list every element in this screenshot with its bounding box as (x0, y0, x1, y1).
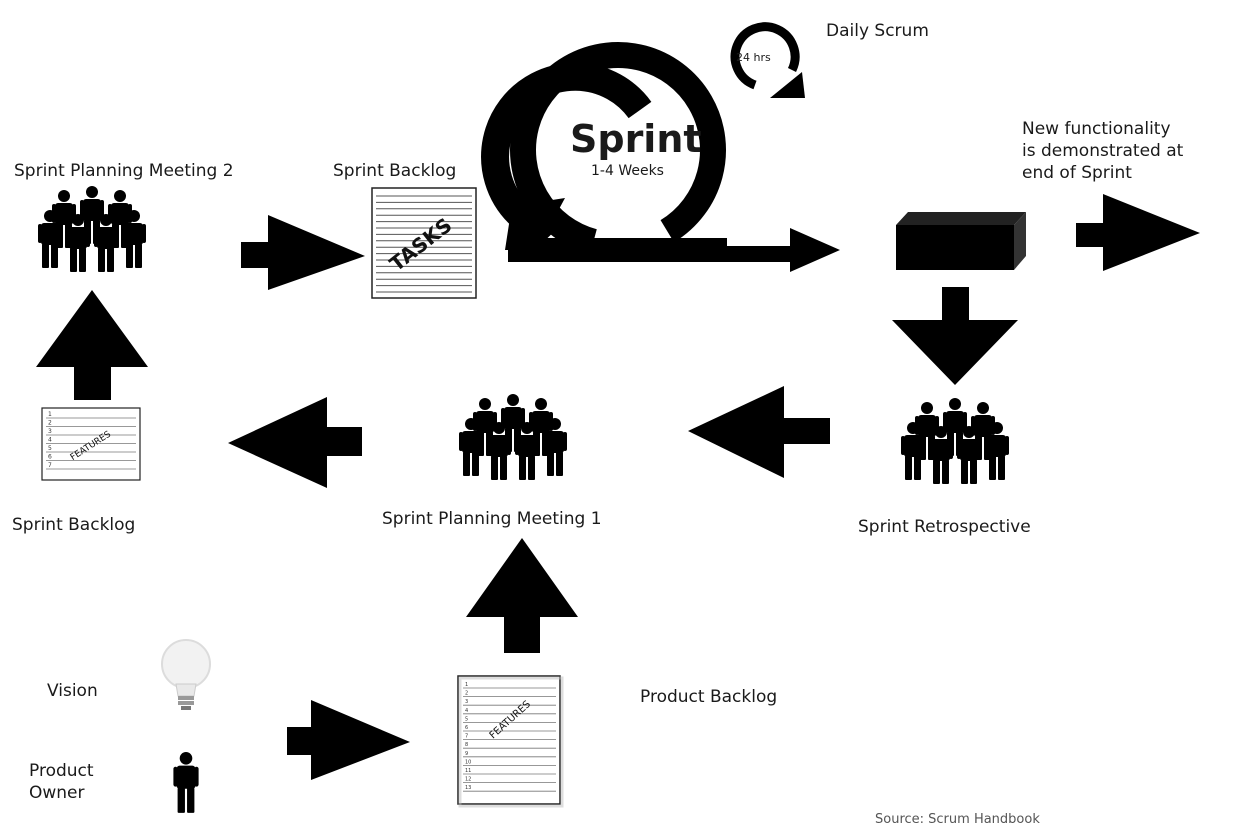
document-icon: 1 23 45 67 (41, 407, 141, 481)
sprint-length: 1-4 Weeks (591, 163, 664, 179)
people-group-icon (901, 398, 1009, 484)
document-row-number: 11 (465, 768, 471, 774)
product-owner-line-1: Product (29, 761, 94, 781)
new-functionality-line-1: New functionality (1022, 119, 1171, 139)
document-row-number: 4 (48, 437, 52, 444)
document-row-number: 3 (48, 428, 52, 435)
people-group-icon (459, 394, 567, 480)
document-row-number: 1 (48, 411, 52, 418)
document-row-number: 3 (465, 699, 468, 705)
document-row-number: 13 (465, 785, 471, 791)
daily-scrum-loop-icon (730, 22, 805, 98)
planning-meeting-1-label: Sprint Planning Meeting 1 (382, 509, 602, 529)
document-row-number: 2 (465, 691, 468, 697)
sprint-title: Sprint (570, 117, 702, 161)
lightbulb-icon (161, 639, 211, 710)
arrow-icon (892, 287, 1018, 385)
arrow-icon (287, 700, 410, 780)
sprint-cycle-icon (481, 42, 727, 262)
document-row-number: 10 (465, 759, 471, 765)
daily-scrum-label: Daily Scrum (826, 21, 929, 41)
document-row-number: 9 (465, 751, 468, 757)
source-credit: Source: Scrum Handbook (875, 812, 1040, 827)
document-row-number: 4 (465, 708, 468, 714)
planning-meeting-2-label: Sprint Planning Meeting 2 (14, 161, 234, 181)
document-row-number: 6 (48, 454, 52, 461)
new-functionality-line-2: is demonstrated at (1022, 141, 1184, 161)
document-row-number: 7 (465, 734, 468, 740)
people-group-icon (38, 186, 146, 272)
new-functionality-text: New functionality is demonstrated at end… (1022, 118, 1232, 184)
arrow-icon (706, 228, 840, 272)
product-owner-label: Product Owner (29, 760, 139, 804)
document-icon (371, 187, 477, 299)
box-icon (896, 212, 1026, 270)
document-row-number: 2 (48, 420, 52, 427)
retrospective-label: Sprint Retrospective (858, 517, 1031, 537)
sprint-backlog-left-label: Sprint Backlog (12, 515, 136, 535)
document-row-number: 1 (465, 682, 468, 688)
document-row-number: 5 (465, 716, 468, 722)
sprint-backlog-top-label: Sprint Backlog (333, 161, 457, 181)
arrow-icon (466, 538, 578, 653)
product-owner-line-2: Owner (29, 783, 85, 803)
hours-label: 24 hrs (736, 51, 771, 64)
new-functionality-line-3: end of Sprint (1022, 163, 1132, 183)
document-row-number: 7 (48, 462, 52, 469)
product-backlog-label: Product Backlog (640, 687, 778, 707)
arrow-icon (228, 397, 362, 488)
document-row-number: 12 (465, 777, 471, 783)
document-row-number: 5 (48, 445, 52, 452)
person-icon (173, 752, 199, 813)
arrow-icon (688, 386, 830, 478)
arrow-icon (1076, 194, 1200, 271)
vision-label: Vision (47, 681, 98, 701)
document-row-number: 8 (465, 742, 468, 748)
arrow-icon (241, 215, 365, 290)
arrow-icon (36, 290, 148, 400)
document-row-number: 6 (465, 725, 468, 731)
